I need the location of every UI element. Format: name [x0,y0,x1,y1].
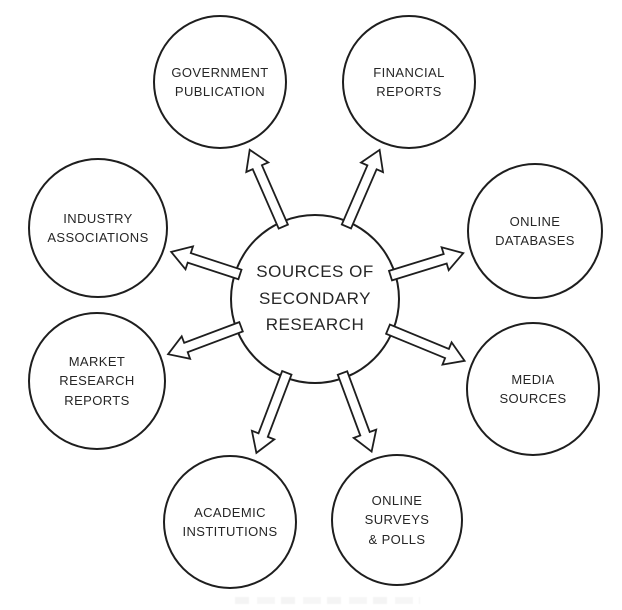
arrow-market-research-reports [166,320,244,361]
arrow-industry-associations [169,245,243,281]
arrow-government-publication [245,148,290,230]
arrow-online-surveys-polls [336,370,378,454]
arrow-online-databases [387,246,465,282]
arrow-academic-institutions [250,369,293,455]
arrow-financial-reports [340,148,385,230]
faint-watermark [235,597,420,604]
arrow-media-sources [384,323,467,366]
